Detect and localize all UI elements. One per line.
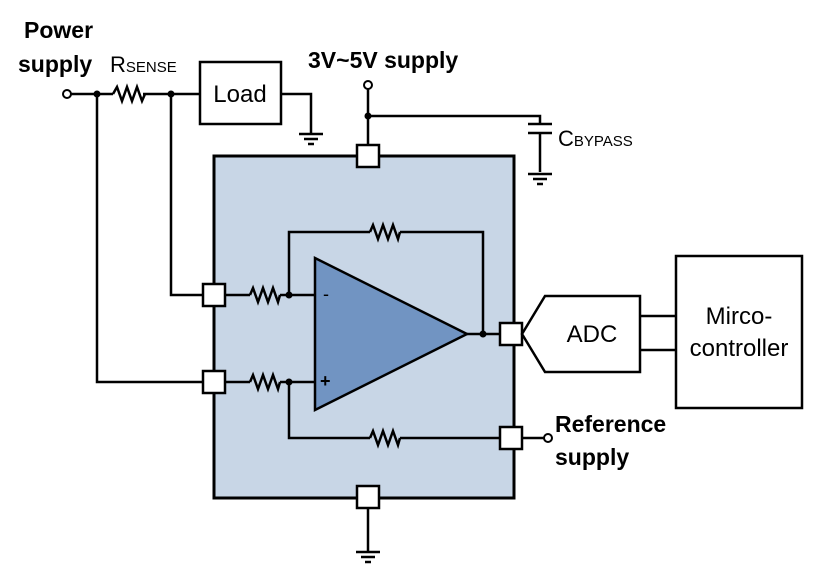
input-resistor-inv bbox=[248, 284, 282, 307]
bypass-capacitor bbox=[528, 122, 552, 135]
rsense-resistor bbox=[111, 83, 147, 105]
adc-label: ADC bbox=[567, 321, 618, 348]
mcu-label-line1: Mirco- bbox=[706, 303, 773, 330]
ground-icon bbox=[299, 132, 323, 146]
pin-ground bbox=[355, 484, 381, 510]
noninverting-sign: + bbox=[320, 371, 331, 391]
feedback-resistor bbox=[368, 221, 402, 244]
mcu-label-line2: controller bbox=[690, 335, 789, 362]
ground-icon bbox=[528, 172, 552, 186]
reference-supply-label-line1: Reference bbox=[555, 411, 666, 437]
rsense-label: RSENSE bbox=[110, 52, 177, 77]
opamp-triangle bbox=[313, 255, 470, 413]
pin-in-minus bbox=[201, 282, 227, 308]
inverting-sign: - bbox=[323, 284, 329, 304]
pin-output bbox=[498, 321, 524, 347]
power-input-wiring bbox=[62, 83, 203, 384]
cbypass-label: CBYPASS bbox=[558, 126, 633, 151]
vcc-supply-label: 3V~5V supply bbox=[308, 47, 458, 73]
input-resistor-noninv bbox=[248, 371, 282, 394]
pin-reference bbox=[498, 425, 524, 451]
power-supply-label-line2: supply bbox=[18, 51, 92, 77]
pin-vcc bbox=[355, 143, 381, 169]
reference-terminal bbox=[543, 433, 553, 443]
pin-in-plus bbox=[201, 369, 227, 395]
vcc-terminal bbox=[363, 80, 373, 90]
reference-supply-label-line2: supply bbox=[555, 444, 629, 470]
adc-block bbox=[520, 294, 642, 374]
power-supply-terminal bbox=[62, 89, 72, 99]
microcontroller-box bbox=[674, 254, 804, 410]
power-supply-label-line1: Power bbox=[24, 17, 93, 43]
load-label: Load bbox=[213, 81, 266, 108]
reference-resistor bbox=[368, 427, 402, 450]
ground-icon bbox=[356, 550, 380, 564]
